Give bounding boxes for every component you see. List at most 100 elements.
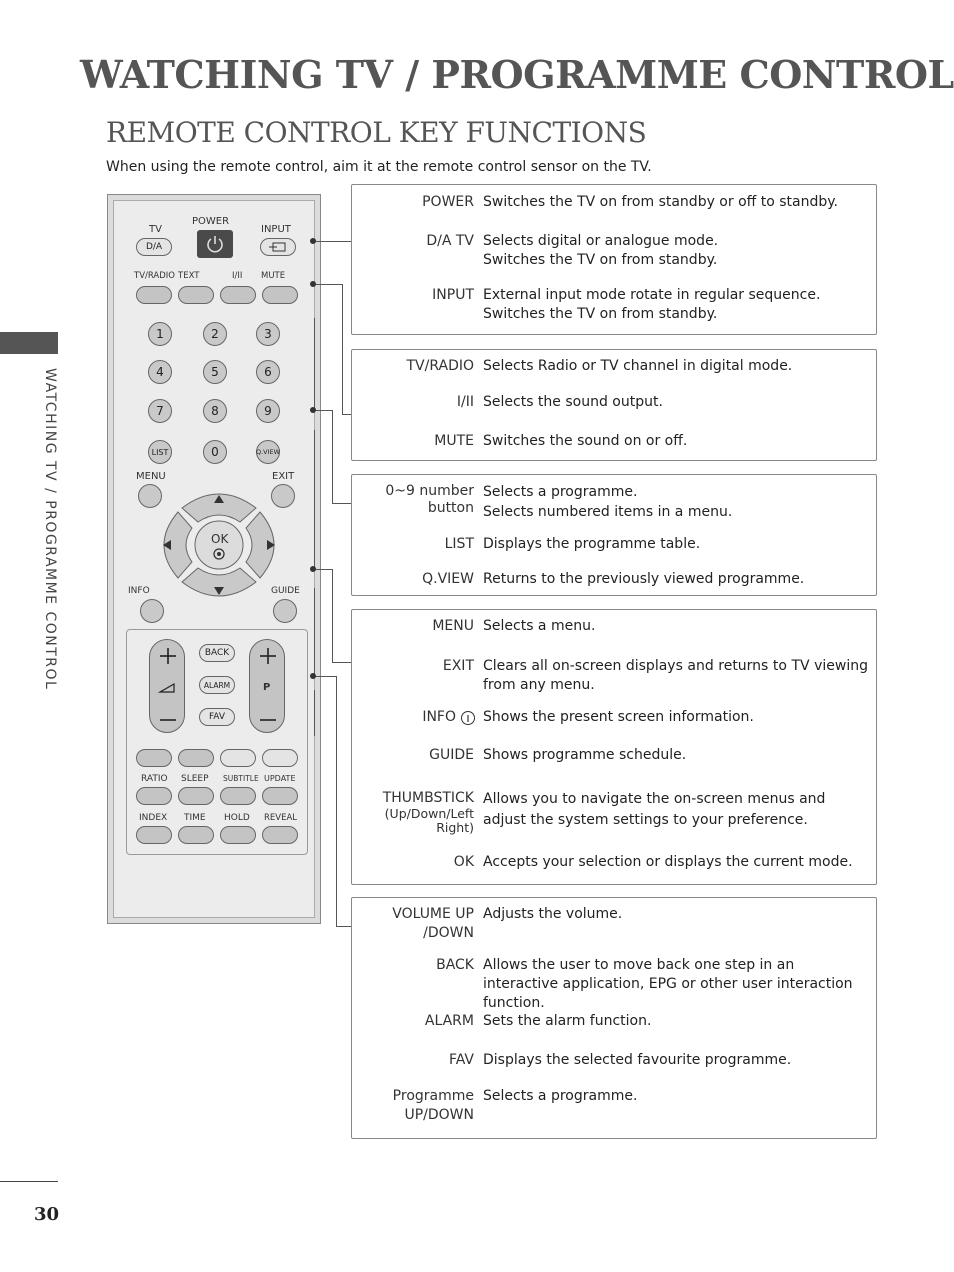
i-ii-button — [220, 286, 256, 304]
exit-button — [271, 484, 295, 508]
key-description: Selects digital or analogue mode. Switch… — [483, 233, 719, 268]
num-0-button: 0 — [203, 440, 227, 464]
hold-label: HOLD — [224, 813, 250, 823]
index-button — [136, 826, 172, 844]
page-title: WATCHING TV / PROGRAMME CONTROL — [80, 52, 954, 97]
key-description: Displays the programme table. — [483, 536, 701, 552]
num-5-button: 5 — [203, 360, 227, 384]
remote-illustration: TV POWER INPUT D/A TV/RADIO TEXT I/II MU… — [107, 194, 321, 924]
key-description: Accepts your selection or displays the c… — [483, 854, 853, 870]
menu-label: MENU — [136, 471, 166, 482]
key-description: Adjusts the volume. — [483, 906, 623, 922]
arrow-up-icon — [214, 495, 224, 503]
num-9-button: 9 — [256, 399, 280, 423]
info-icon — [461, 711, 475, 725]
subtitle-label: SUBTITLE — [223, 774, 259, 783]
key-name: OK — [453, 854, 474, 870]
key-name: INFO — [422, 709, 456, 725]
intro-text: When using the remote control, aim it at… — [106, 159, 652, 175]
sleep-label: SLEEP — [181, 774, 209, 784]
blue-key — [262, 749, 298, 767]
arrow-right-icon — [267, 540, 275, 550]
key-group-numbers: 0~9 number button Selects a programme. S… — [351, 474, 877, 596]
qview-button: Q.VIEW — [256, 440, 280, 464]
key-description: Selects Radio or TV channel in digital m… — [483, 358, 793, 374]
num-1-button: 1 — [148, 322, 172, 346]
time-button — [178, 826, 214, 844]
key-name: GUIDE — [429, 747, 474, 763]
key-name-line2: (Up/Down/Left — [384, 806, 474, 821]
key-description: Selects a menu. — [483, 618, 596, 634]
key-description: Returns to the previously viewed program… — [483, 571, 805, 587]
tv-label: TV — [149, 224, 162, 235]
exit-label: EXIT — [272, 471, 295, 482]
alarm-button-label: ALARM — [203, 680, 231, 690]
text-button — [178, 286, 214, 304]
section-title: REMOTE CONTROL KEY FUNCTIONS — [106, 116, 647, 149]
key-name-line3: Right) — [436, 820, 474, 835]
key-description: Switches the sound on or off. — [483, 433, 688, 449]
key-name-line2: /DOWN — [423, 925, 474, 941]
num-3-button: 3 — [256, 322, 280, 346]
i-ii-label: I/II — [232, 271, 243, 281]
key-name: 0~9 number — [385, 483, 474, 499]
info-label: INFO — [128, 586, 150, 596]
key-name: MUTE — [434, 433, 474, 449]
alarm-button — [199, 676, 235, 694]
input-label: INPUT — [261, 224, 291, 235]
fav-button-label: FAV — [208, 712, 226, 722]
programme-icons — [260, 648, 276, 721]
key-description: Allows you to navigate the on-screen men… — [483, 791, 826, 828]
ok-label: OK — [211, 532, 229, 546]
ok-button — [194, 520, 244, 570]
tvradio-button — [136, 286, 172, 304]
key-name: ALARM — [424, 1013, 474, 1029]
back-button — [199, 644, 235, 662]
num-4-button: 4 — [148, 360, 172, 384]
volume-icons — [157, 648, 176, 721]
key-name: Programme — [392, 1088, 474, 1104]
menu-button — [138, 484, 162, 508]
key-name: INPUT — [432, 287, 474, 303]
num-7-button: 7 — [148, 399, 172, 423]
mute-label: MUTE — [261, 271, 286, 281]
key-name: BACK — [436, 957, 474, 973]
key-description: External input mode rotate in regular se… — [483, 287, 821, 322]
ratio-label: RATIO — [141, 774, 168, 784]
key-name-line2: button — [427, 500, 474, 516]
key-group-volume: VOLUME UP /DOWN Adjusts the volume. BACK… — [351, 897, 877, 1139]
time-label: TIME — [184, 813, 206, 823]
update-button — [262, 787, 298, 805]
red-key — [136, 749, 172, 767]
key-name: Q.VIEW — [422, 571, 474, 587]
input-icon — [269, 242, 286, 252]
num-8-button: 8 — [203, 399, 227, 423]
key-description: Selects the sound output. — [483, 394, 663, 410]
input-button — [260, 238, 296, 256]
reveal-button — [262, 826, 298, 844]
index-label: INDEX — [139, 813, 168, 823]
key-description: Switches the TV on from standby or off t… — [483, 194, 838, 210]
power-icon — [207, 236, 223, 253]
num-6-button: 6 — [256, 360, 280, 384]
volume-rocker — [149, 639, 185, 733]
key-description: Shows programme schedule. — [483, 747, 687, 763]
key-description: Sets the alarm function. — [483, 1013, 652, 1029]
list-button: LIST — [148, 440, 172, 464]
power-label: POWER — [192, 216, 230, 227]
key-description: Shows the present screen information. — [483, 709, 754, 725]
guide-button — [273, 599, 297, 623]
page-number: 30 — [34, 1204, 60, 1225]
key-group-power: POWER Switches the TV on from standby or… — [351, 184, 877, 335]
programme-rocker — [249, 639, 285, 733]
key-name: I/II — [456, 394, 474, 410]
power-button — [197, 230, 233, 258]
hold-button — [220, 826, 256, 844]
ratio-button — [136, 787, 172, 805]
key-name: MENU — [432, 618, 474, 634]
mute-button — [262, 286, 298, 304]
key-name-line2: UP/DOWN — [404, 1107, 474, 1123]
key-name: LIST — [444, 536, 474, 552]
side-chapter-label: WATCHING TV / PROGRAMME CONTROL — [42, 368, 58, 691]
remote-body: TV POWER INPUT D/A TV/RADIO TEXT I/II MU… — [113, 200, 315, 918]
